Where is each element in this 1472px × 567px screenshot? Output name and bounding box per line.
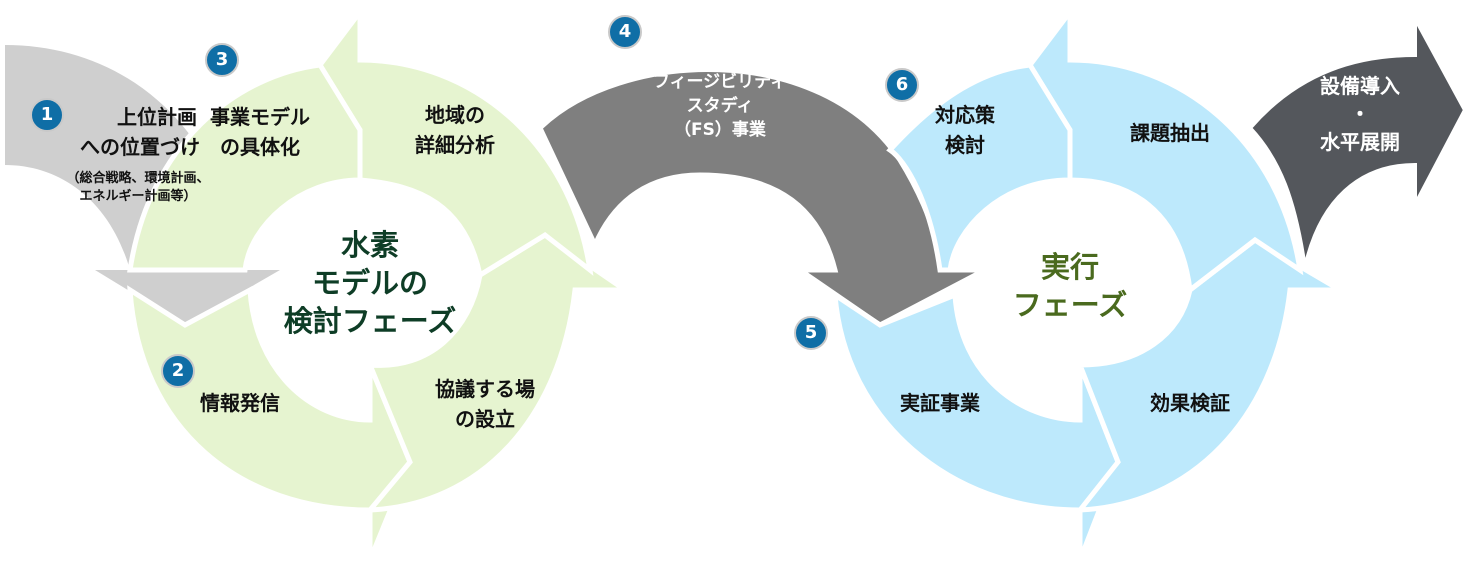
step-label-fs: フィージビリティ スタディ （FS）事業: [630, 70, 810, 142]
step-label-info: 情報発信: [200, 391, 280, 415]
step-label-effect: 効果検証: [1150, 391, 1230, 415]
segment-analysis: [316, 4, 594, 279]
step-label-line: の設立: [455, 407, 515, 431]
step-label-line: 詳細分析: [415, 133, 495, 157]
segment-measures: [886, 62, 1073, 273]
step-label-upper-plan: 上位計画 への位置づけ: [40, 102, 240, 162]
step-label-line: への位置づけ: [80, 135, 200, 159]
step-label-measures: 対応策 検討: [915, 100, 1015, 160]
step-label-demo: 実証事業: [900, 391, 980, 415]
step-label-line: スタディ: [686, 96, 754, 116]
step-badge-2: 2: [161, 354, 195, 388]
step-label-line: 検討: [945, 133, 985, 157]
step-note-line: （総合戦略、環境計画、: [66, 171, 210, 186]
step-label-model: 事業モデル の具体化: [190, 102, 330, 162]
arrow-final: [1247, 17, 1468, 269]
ring-phase2: [832, 4, 1350, 561]
step-label-line: 協議する場: [435, 377, 535, 401]
phase1-title-line: 水素: [340, 228, 399, 262]
ring-phase1: [127, 4, 634, 561]
step-label-line: （FS）事業: [674, 120, 766, 140]
step-label-line: 上位計画: [117, 105, 197, 129]
segment-info: [127, 285, 413, 561]
segment-effect: [1074, 236, 1350, 513]
final-label: 設備導入 ・ 水平展開: [1300, 72, 1420, 156]
step-label-analysis: 地域の 詳細分析: [380, 100, 530, 160]
segment-issues: [1026, 4, 1304, 295]
step-label-council: 協議する場 の設立: [410, 374, 560, 434]
step-label-line: 地域の: [425, 103, 485, 127]
phase1-title-line: 検討フェーズ: [283, 304, 457, 338]
step-label-line: の具体化: [220, 135, 300, 159]
step-badge-4: 4: [608, 15, 642, 49]
step-note-upper-plan: （総合戦略、環境計画、 エネルギー計画等）: [28, 170, 248, 206]
final-label-line: 設備導入: [1320, 74, 1400, 98]
step-badge-3: 3: [205, 43, 239, 77]
segment-model: [127, 62, 363, 273]
step-label-line: フィージビリティ: [652, 72, 788, 92]
final-label-line: ・: [1350, 102, 1370, 126]
final-label-line: 水平展開: [1320, 130, 1400, 154]
step-badge-6: 6: [885, 68, 919, 102]
step-label-issues: 課題抽出: [1130, 121, 1210, 145]
phase2-title-line: 実行: [1040, 250, 1099, 284]
segment-council: [364, 232, 634, 513]
segment-demo: [832, 290, 1121, 561]
phase2-title: 実行 フェーズ: [990, 248, 1150, 324]
step-label-line: 対応策: [935, 103, 995, 127]
step-badge-1: 1: [30, 98, 64, 132]
step-label-line: 事業モデル: [210, 105, 310, 129]
step-badge-5: 5: [794, 316, 828, 350]
step-note-line: エネルギー計画等）: [79, 189, 197, 204]
phase2-title-line: フェーズ: [1012, 288, 1128, 322]
phase1-title: 水素 モデルの 検討フェーズ: [270, 226, 470, 340]
phase1-title-line: モデルの: [311, 266, 428, 300]
